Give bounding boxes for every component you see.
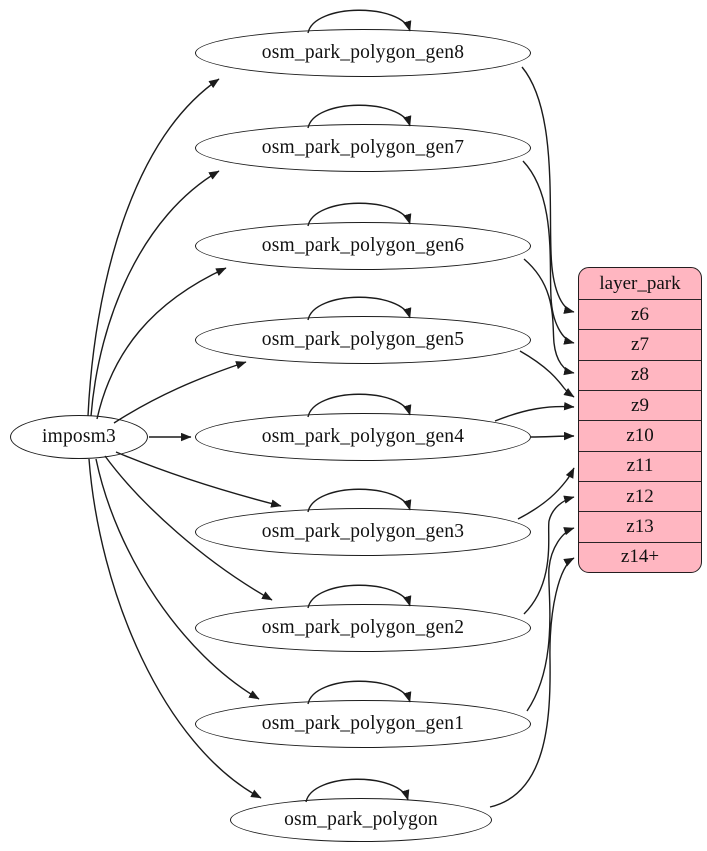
edge-osm_park_polygon_gen3-to-z11	[517, 467, 575, 520]
node-label: osm_park_polygon_gen8	[261, 42, 465, 63]
edge-osm_park_polygon_gen2-to-z12	[523, 495, 575, 615]
edge-osm_park_polygon_gen5-to-z9	[519, 350, 575, 398]
node-osm-park-polygon-gen1: osm_park_polygon_gen1	[195, 700, 531, 748]
node-label: osm_park_polygon_gen1	[261, 713, 465, 734]
edge-osm_park_polygon_gen1-to-z13	[526, 527, 575, 712]
node-osm-park-polygon-gen3: osm_park_polygon_gen3	[195, 508, 531, 556]
zoom-row-z13: z13	[579, 511, 701, 541]
layer-park-header: layer_park	[599, 272, 681, 294]
node-osm-park-polygon-gen8: osm_park_polygon_gen8	[195, 29, 531, 77]
zoom-row-z8: z8	[579, 359, 701, 390]
node-label: osm_park_polygon_gen4	[261, 426, 465, 447]
edge-imposm3-to-osm_park_polygon_gen3	[115, 451, 282, 508]
node-osm-park-polygon-gen2: osm_park_polygon_gen2	[195, 604, 531, 652]
edge-osm_park_polygon-to-z14+	[489, 557, 575, 808]
edge-imposm3-to-osm_park_polygon_gen7	[90, 170, 220, 417]
node-label: osm_park_polygon_gen5	[261, 329, 465, 350]
zoom-row-z11: z11	[579, 450, 701, 481]
node-osm-park-polygon-gen4: osm_park_polygon_gen4	[195, 413, 531, 461]
zoom-row-z6: z6	[579, 299, 701, 329]
node-label: osm_park_polygon_gen3	[261, 521, 465, 542]
zoom-row-z12: z12	[579, 480, 701, 511]
node-imposm3: imposm3	[10, 415, 148, 459]
layer-park-record: layer_park z6 z7 z8 z9 z10 z11 z12 z13 z…	[578, 267, 702, 573]
edge-osm_park_polygon_gen4-to-z10	[530, 431, 575, 441]
node-label: osm_park_polygon_gen7	[261, 137, 465, 158]
zoom-row-z9: z9	[579, 389, 701, 420]
edge-imposm3-to-osm_park_polygon_gen5	[113, 361, 247, 424]
node-osm-park-polygon-gen7: osm_park_polygon_gen7	[195, 124, 531, 172]
node-imposm3-label: imposm3	[42, 426, 116, 447]
edge-osm_park_polygon_gen8-to-z6	[521, 66, 575, 314]
edge-osm_park_polygon_gen4-to-z9	[494, 402, 575, 422]
node-osm-park-polygon-gen5: osm_park_polygon_gen5	[195, 316, 531, 364]
edge-imposm3-to-osm_park_polygon_gen1	[95, 458, 260, 700]
zoom-row-z14plus: z14+	[579, 541, 701, 572]
node-osm-park-polygon: osm_park_polygon	[230, 798, 492, 842]
node-osm-park-polygon-gen6: osm_park_polygon_gen6	[195, 222, 531, 270]
node-label: osm_park_polygon	[284, 809, 438, 830]
node-label: osm_park_polygon_gen6	[261, 235, 465, 256]
zoom-row-z10: z10	[579, 420, 701, 450]
zoom-row-z7: z7	[579, 329, 701, 359]
edge-osm_park_polygon_gen7-to-z7	[522, 160, 575, 345]
edge-osm_park_polygon_gen6-to-z8	[523, 258, 575, 376]
node-label: osm_park_polygon_gen2	[261, 617, 465, 638]
